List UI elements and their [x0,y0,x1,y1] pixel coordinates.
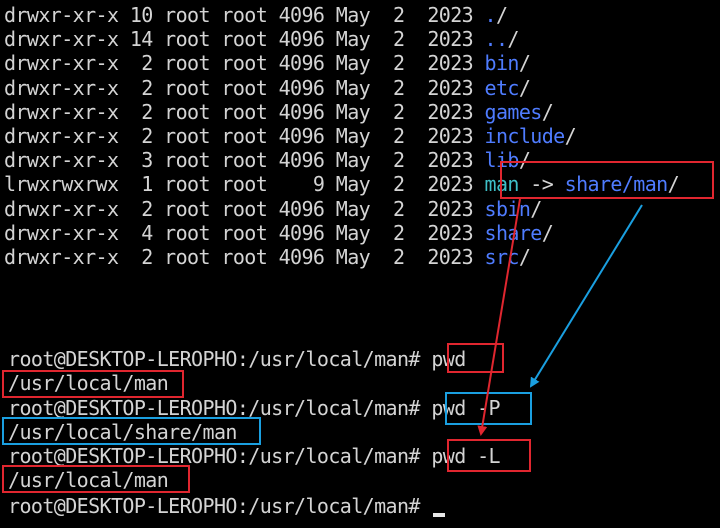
symlink-arrow: -> [518,172,565,197]
prompt: root@DESKTOP-LEROPHO:/usr/local/man# [8,444,420,468]
ls-row-meta: drwxr-xr-x 2 root root 4096 May 2 2023 [4,75,485,100]
symlink-target: share/man [564,172,669,197]
ls-row-meta: drwxr-xr-x 2 root root 4096 May 2 2023 [4,196,485,221]
ls-row-meta: lrwxrwxrwx 1 root root 9 May 2 2023 [4,172,485,197]
path-separator: / [518,51,531,76]
directory-name: bin [484,51,520,76]
path-separator: / [530,196,542,221]
path-separator: / [564,124,577,148]
path-separator: / [518,148,531,173]
output-line-1: /usr/local/man [8,371,169,395]
ls-row: drwxr-xr-x 2 root root 4096 May 2 2023 g… [4,99,554,124]
ls-row: drwxr-xr-x 2 root root 4096 May 2 2023 b… [4,51,531,76]
ls-row: drwxr-xr-x 10 root root 4096 May 2 2023 … [4,3,508,27]
path-separator: / [518,75,531,100]
ls-row-meta: drwxr-xr-x 2 root root 4096 May 2 2023 [4,99,485,124]
directory-name: include [484,124,566,148]
ls-row-meta: drwxr-xr-x 4 root root 4096 May 2 2023 [4,220,485,245]
path-separator: / [507,27,519,52]
ls-row: drwxr-xr-x 3 root root 4096 May 2 2023 l… [4,148,531,173]
ls-row: drwxr-xr-x 2 root root 4096 May 2 2023 i… [4,124,577,148]
path-separator: / [495,3,508,27]
prompt: root@DESKTOP-LEROPHO:/usr/local/man# [8,396,420,420]
prompt-line-1: root@DESKTOP-LEROPHO:/usr/local/man# pwd [8,347,466,371]
prompt-line-current[interactable]: root@DESKTOP-LEROPHO:/usr/local/man# [8,494,446,518]
ls-row: lrwxrwxrwx 1 root root 9 May 2 2023 man … [4,172,680,197]
prompt: root@DESKTOP-LEROPHO:/usr/local/man# [8,494,420,518]
path-separator: / [541,99,554,124]
ls-row: drwxr-xr-x 2 root root 4096 May 2 2023 s… [4,245,531,269]
directory-name: . [484,3,497,27]
cursor [433,513,446,517]
command-pwd-physical: pwd -P [431,396,500,420]
red-arrow [477,198,521,436]
path-separator: / [541,220,554,245]
path-separator: / [667,172,680,197]
blue-arrow [529,204,643,388]
output-line-3: /usr/local/man [8,468,169,492]
ls-row: drwxr-xr-x 14 root root 4096 May 2 2023 … [4,27,519,51]
directory-name: sbin [484,196,531,221]
directory-name: src [484,245,520,269]
ls-row-meta: drwxr-xr-x 14 root root 4096 May 2 2023 [4,27,485,52]
ls-row: drwxr-xr-x 2 root root 4096 May 2 2023 s… [4,197,542,221]
output-line-2: /usr/local/share/man [8,420,237,444]
ls-row-meta: drwxr-xr-x 2 root root 4096 May 2 2023 [4,245,485,269]
ls-row-meta: drwxr-xr-x 3 root root 4096 May 2 2023 [4,148,485,173]
prompt: root@DESKTOP-LEROPHO:/usr/local/man# [8,347,420,371]
ls-row: drwxr-xr-x 4 root root 4096 May 2 2023 s… [4,220,554,245]
directory-name: etc [484,75,520,100]
directory-name: games [484,99,543,124]
directory-name: .. [484,27,508,52]
ls-row: drwxr-xr-x 2 root root 4096 May 2 2023 e… [4,75,531,100]
path-separator: / [518,245,531,269]
ls-row-meta: drwxr-xr-x 2 root root 4096 May 2 2023 [4,124,485,148]
ls-row-meta: drwxr-xr-x 10 root root 4096 May 2 2023 [4,3,485,27]
prompt-line-2: root@DESKTOP-LEROPHO:/usr/local/man# pwd… [8,396,501,420]
ls-row-meta: drwxr-xr-x 2 root root 4096 May 2 2023 [4,51,485,76]
